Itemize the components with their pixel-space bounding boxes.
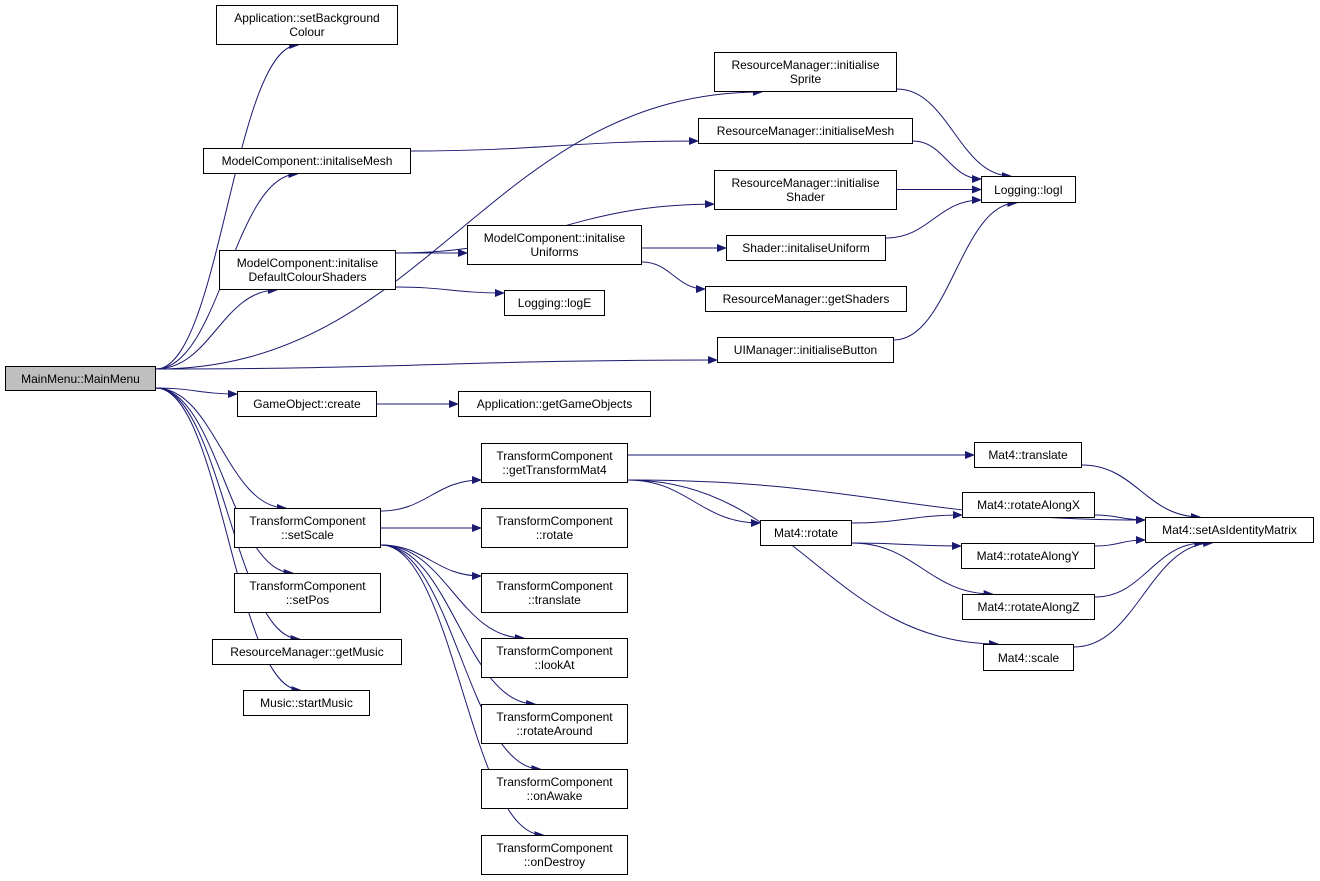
edge-mat4-rotate-x-to-mat4-set-identity	[1094, 514, 1146, 524]
node-transformcomponent-ondestroy[interactable]: TransformComponent ::onDestroy	[481, 835, 628, 875]
edge-tc-set-scale-to-tc-on-destroy	[380, 544, 545, 839]
node-mat4-scale[interactable]: Mat4::scale	[983, 644, 1074, 671]
edge-main-menu-to-go-create	[155, 387, 238, 398]
node-mat4-translate[interactable]: Mat4::translate	[974, 442, 1082, 468]
node-transformcomponent-lookat[interactable]: TransformComponent ::lookAt	[481, 638, 628, 678]
edge-tc-set-scale-to-tc-on-awake	[380, 544, 542, 773]
node-transformcomponent-onawake[interactable]: TransformComponent ::onAwake	[481, 769, 628, 809]
edge-tc-set-scale-to-tc-look-at	[380, 544, 525, 642]
node-gameobject-create[interactable]: GameObject::create	[237, 391, 377, 417]
edge-tc-get-transform-to-mat4-scale	[627, 479, 1000, 648]
edge-main-menu-to-rm-init-sprite	[155, 88, 763, 370]
node-mat4-rotatealongy[interactable]: Mat4::rotateAlongY	[961, 543, 1095, 569]
node-application-set-background-colour[interactable]: Application::setBackground Colour	[216, 5, 398, 45]
node-modelcomponent-initalisemesh[interactable]: ModelComponent::initaliseMesh	[203, 148, 411, 174]
edge-shader-init-uniform-to-logging-logi	[885, 196, 982, 239]
edge-main-menu-to-mc-init-default-shaders	[155, 286, 278, 370]
edge-ui-init-button-to-logging-logi	[893, 199, 1018, 341]
node-logging-loge[interactable]: Logging::logE	[504, 290, 605, 316]
edge-tc-set-scale-to-tc-get-transform	[380, 476, 482, 512]
node-mat4-rotatealongx[interactable]: Mat4::rotateAlongX	[962, 492, 1095, 518]
node-resourcemanager-initialisemesh[interactable]: ResourceManager::initialiseMesh	[698, 118, 913, 144]
node-transformcomponent-gettransformmat4[interactable]: TransformComponent ::getTransformMat4	[481, 443, 628, 483]
edge-main-menu-to-music-start	[155, 387, 302, 694]
node-mat4-rotate[interactable]: Mat4::rotate	[760, 520, 852, 546]
edge-main-menu-to-rm-get-music	[155, 387, 301, 643]
edge-main-menu-to-app-set-background	[155, 41, 300, 370]
edge-mc-init-default-shaders-to-logging-loge	[395, 286, 505, 297]
node-transformcomponent-rotatearound[interactable]: TransformComponent ::rotateAround	[481, 704, 628, 744]
edge-tc-get-transform-to-mat4-rotate	[627, 479, 761, 527]
node-application-getgameobjects[interactable]: Application::getGameObjects	[458, 391, 651, 417]
node-modelcomponent-initialise-default-colour-shaders[interactable]: ModelComponent::initalise DefaultColourS…	[219, 250, 396, 290]
edge-mat4-rotate-to-mat4-rotate-x	[851, 511, 963, 524]
edge-mc-init-mesh-to-rm-init-mesh	[410, 137, 699, 152]
edge-mat4-scale-to-mat4-set-identity	[1073, 539, 1214, 648]
edge-main-menu-to-tc-set-pos	[155, 387, 294, 577]
edge-rm-init-sprite-to-logging-logi	[896, 88, 1012, 180]
edge-rm-init-mesh-to-logging-logi	[912, 140, 982, 183]
node-uimanager-initialisebutton[interactable]: UIManager::initialiseButton	[717, 337, 894, 363]
node-transformcomponent-translate[interactable]: TransformComponent ::translate	[481, 573, 628, 613]
edge-main-menu-to-ui-init-button	[155, 356, 718, 370]
edge-tc-set-scale-to-tc-rotate-around	[380, 544, 537, 708]
node-music-startmusic[interactable]: Music::startMusic	[243, 690, 370, 716]
node-resourcemanager-initialise-sprite[interactable]: ResourceManager::initialise Sprite	[714, 52, 897, 92]
edge-mat4-rotate-to-mat4-rotate-y	[851, 541, 962, 550]
node-mat4-setasidentitymatrix[interactable]: Mat4::setAsIdentityMatrix	[1145, 517, 1314, 543]
edge-main-menu-to-tc-set-scale	[155, 387, 287, 512]
node-transformcomponent-setscale[interactable]: TransformComponent ::setScale	[234, 508, 381, 548]
node-shader-initaliseuniform[interactable]: Shader::initaliseUniform	[726, 235, 886, 261]
node-mat4-rotatealongz[interactable]: Mat4::rotateAlongZ	[962, 594, 1095, 620]
node-resourcemanager-initialise-shader[interactable]: ResourceManager::initialise Shader	[714, 170, 897, 210]
node-main-menu: MainMenu::MainMenu	[5, 366, 156, 391]
edge-mc-init-uniforms-to-rm-get-shaders	[641, 261, 706, 293]
edge-mat4-rotate-to-mat4-rotate-z	[851, 542, 994, 598]
node-resourcemanager-getshaders[interactable]: ResourceManager::getShaders	[705, 286, 907, 312]
node-resourcemanager-getmusic[interactable]: ResourceManager::getMusic	[212, 639, 402, 665]
edge-mat4-rotate-y-to-mat4-set-identity	[1094, 536, 1146, 547]
node-modelcomponent-initalise-uniforms[interactable]: ModelComponent::initalise Uniforms	[467, 225, 642, 265]
node-logging-logi[interactable]: Logging::logI	[981, 176, 1076, 203]
node-transformcomponent-setpos[interactable]: TransformComponent ::setPos	[234, 573, 381, 613]
node-transformcomponent-rotate[interactable]: TransformComponent ::rotate	[481, 508, 628, 548]
edge-mat4-translate-to-mat4-set-identity	[1081, 464, 1201, 521]
edge-mat4-rotate-z-to-mat4-set-identity	[1094, 539, 1205, 598]
